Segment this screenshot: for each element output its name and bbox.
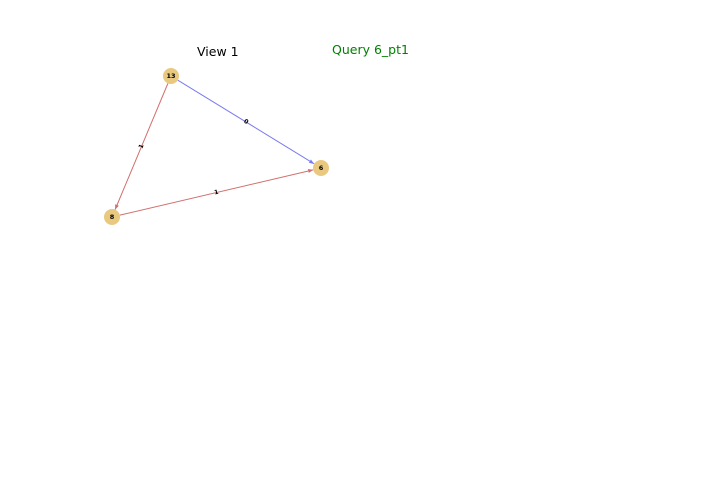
node-label: 8 bbox=[110, 213, 115, 221]
edge-arrowhead bbox=[308, 159, 315, 164]
edge-label: 1 bbox=[137, 143, 145, 150]
node-label: 13 bbox=[166, 72, 175, 80]
edge-label: 1 bbox=[214, 189, 220, 197]
edge-13-6: 0 bbox=[177, 79, 315, 165]
edge-line bbox=[119, 169, 314, 216]
edge-line bbox=[114, 83, 169, 210]
edge-arrowhead bbox=[115, 204, 119, 210]
query-title: Query 6_pt1 bbox=[332, 42, 409, 57]
node-label: 6 bbox=[319, 164, 324, 172]
edge-arrowhead bbox=[307, 169, 314, 173]
nodes-layer: 13 6 8 bbox=[104, 68, 329, 225]
edges-layer: 0 1 1 bbox=[114, 79, 315, 216]
node-8[interactable]: 8 bbox=[104, 209, 120, 225]
edge-8-6: 1 bbox=[119, 169, 314, 216]
node-circle[interactable] bbox=[104, 209, 120, 225]
node-circle[interactable] bbox=[313, 160, 329, 176]
node-circle[interactable] bbox=[163, 68, 179, 84]
edge-line bbox=[177, 79, 315, 165]
node-13[interactable]: 13 bbox=[163, 68, 179, 84]
edge-13-8: 1 bbox=[114, 83, 169, 210]
node-6[interactable]: 6 bbox=[313, 160, 329, 176]
edge-label: 0 bbox=[242, 118, 249, 126]
view-title: View 1 bbox=[197, 44, 239, 59]
